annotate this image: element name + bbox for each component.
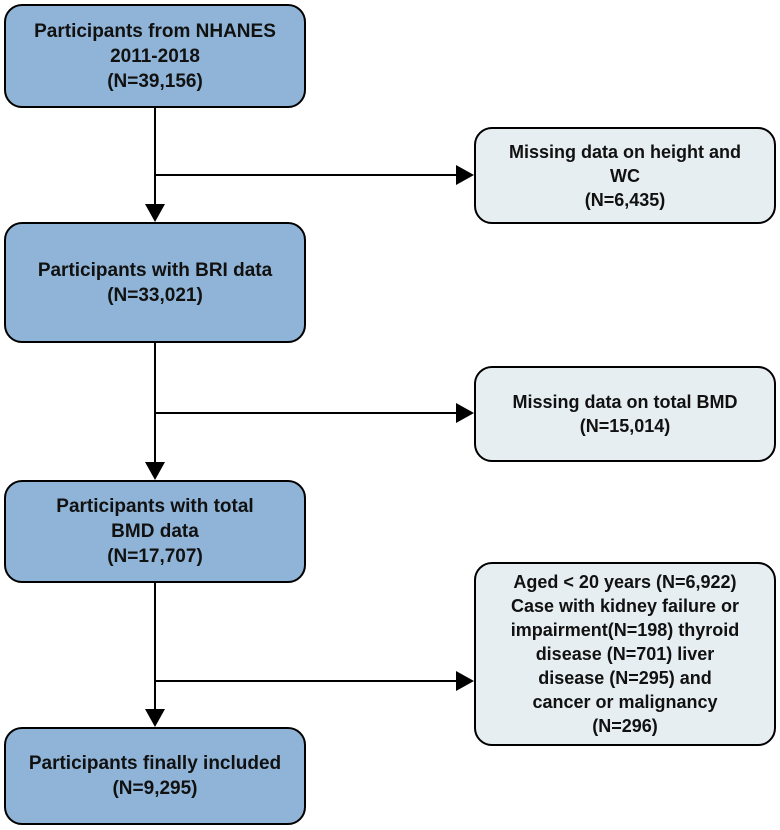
box-line: Aged < 20 years (N=6,922): [513, 572, 737, 592]
box-line: disease (N=295) and: [538, 668, 712, 688]
box-line: (N=6,435): [584, 189, 666, 210]
arrowhead-right-1: [456, 165, 474, 185]
box-exclusion-criteria: Aged < 20 years (N=6,922) Case with kidn…: [474, 562, 776, 746]
box-line: WC: [609, 165, 640, 186]
box-line: Case with kidney failure or: [510, 596, 740, 616]
box-final-participants: Participants finally included (N=9,295): [4, 727, 306, 825]
box-line: (N=296): [592, 716, 658, 736]
arrowhead-down-1: [145, 204, 165, 222]
box-line: Missing data on total BMD: [512, 392, 738, 412]
arrowhead-down-2: [145, 462, 165, 480]
box-bmd-participants: Participants with total BMD data (N=17,7…: [4, 480, 306, 583]
box-nhanes-participants: Participants from NHANES 2011-2018 (N=39…: [4, 4, 306, 108]
box-exclusion-height-wc: Missing data on height and WC (N=6,435): [474, 127, 776, 224]
box-line: BMD data: [111, 521, 199, 542]
arrowhead-right-2: [456, 403, 474, 423]
box-line: disease (N=701) liver: [535, 644, 715, 664]
box-line: (N=33,021): [107, 284, 203, 306]
box-line: 2011-2018: [110, 45, 200, 67]
box-line: (N=15,014): [579, 416, 671, 436]
box-line: cancer or malignancy: [532, 692, 718, 712]
box-line: Participants from NHANES: [34, 20, 276, 42]
box-line: (N=17,707): [107, 546, 203, 567]
box-line: Participants with total: [56, 496, 254, 517]
arrowhead-down-3: [145, 709, 165, 727]
box-exclusion-total-bmd: Missing data on total BMD (N=15,014): [474, 366, 776, 462]
box-line: impairment(N=198) thyroid: [510, 620, 740, 640]
box-bri-participants: Participants with BRI data (N=33,021): [4, 222, 306, 343]
box-line: (N=39,156): [107, 70, 203, 92]
box-line: Missing data on height and: [508, 141, 741, 162]
arrowhead-right-3: [456, 671, 474, 691]
box-line: (N=9,295): [112, 778, 198, 799]
box-line: Participants finally included: [28, 753, 282, 774]
box-line: Participants with BRI data: [37, 259, 273, 281]
